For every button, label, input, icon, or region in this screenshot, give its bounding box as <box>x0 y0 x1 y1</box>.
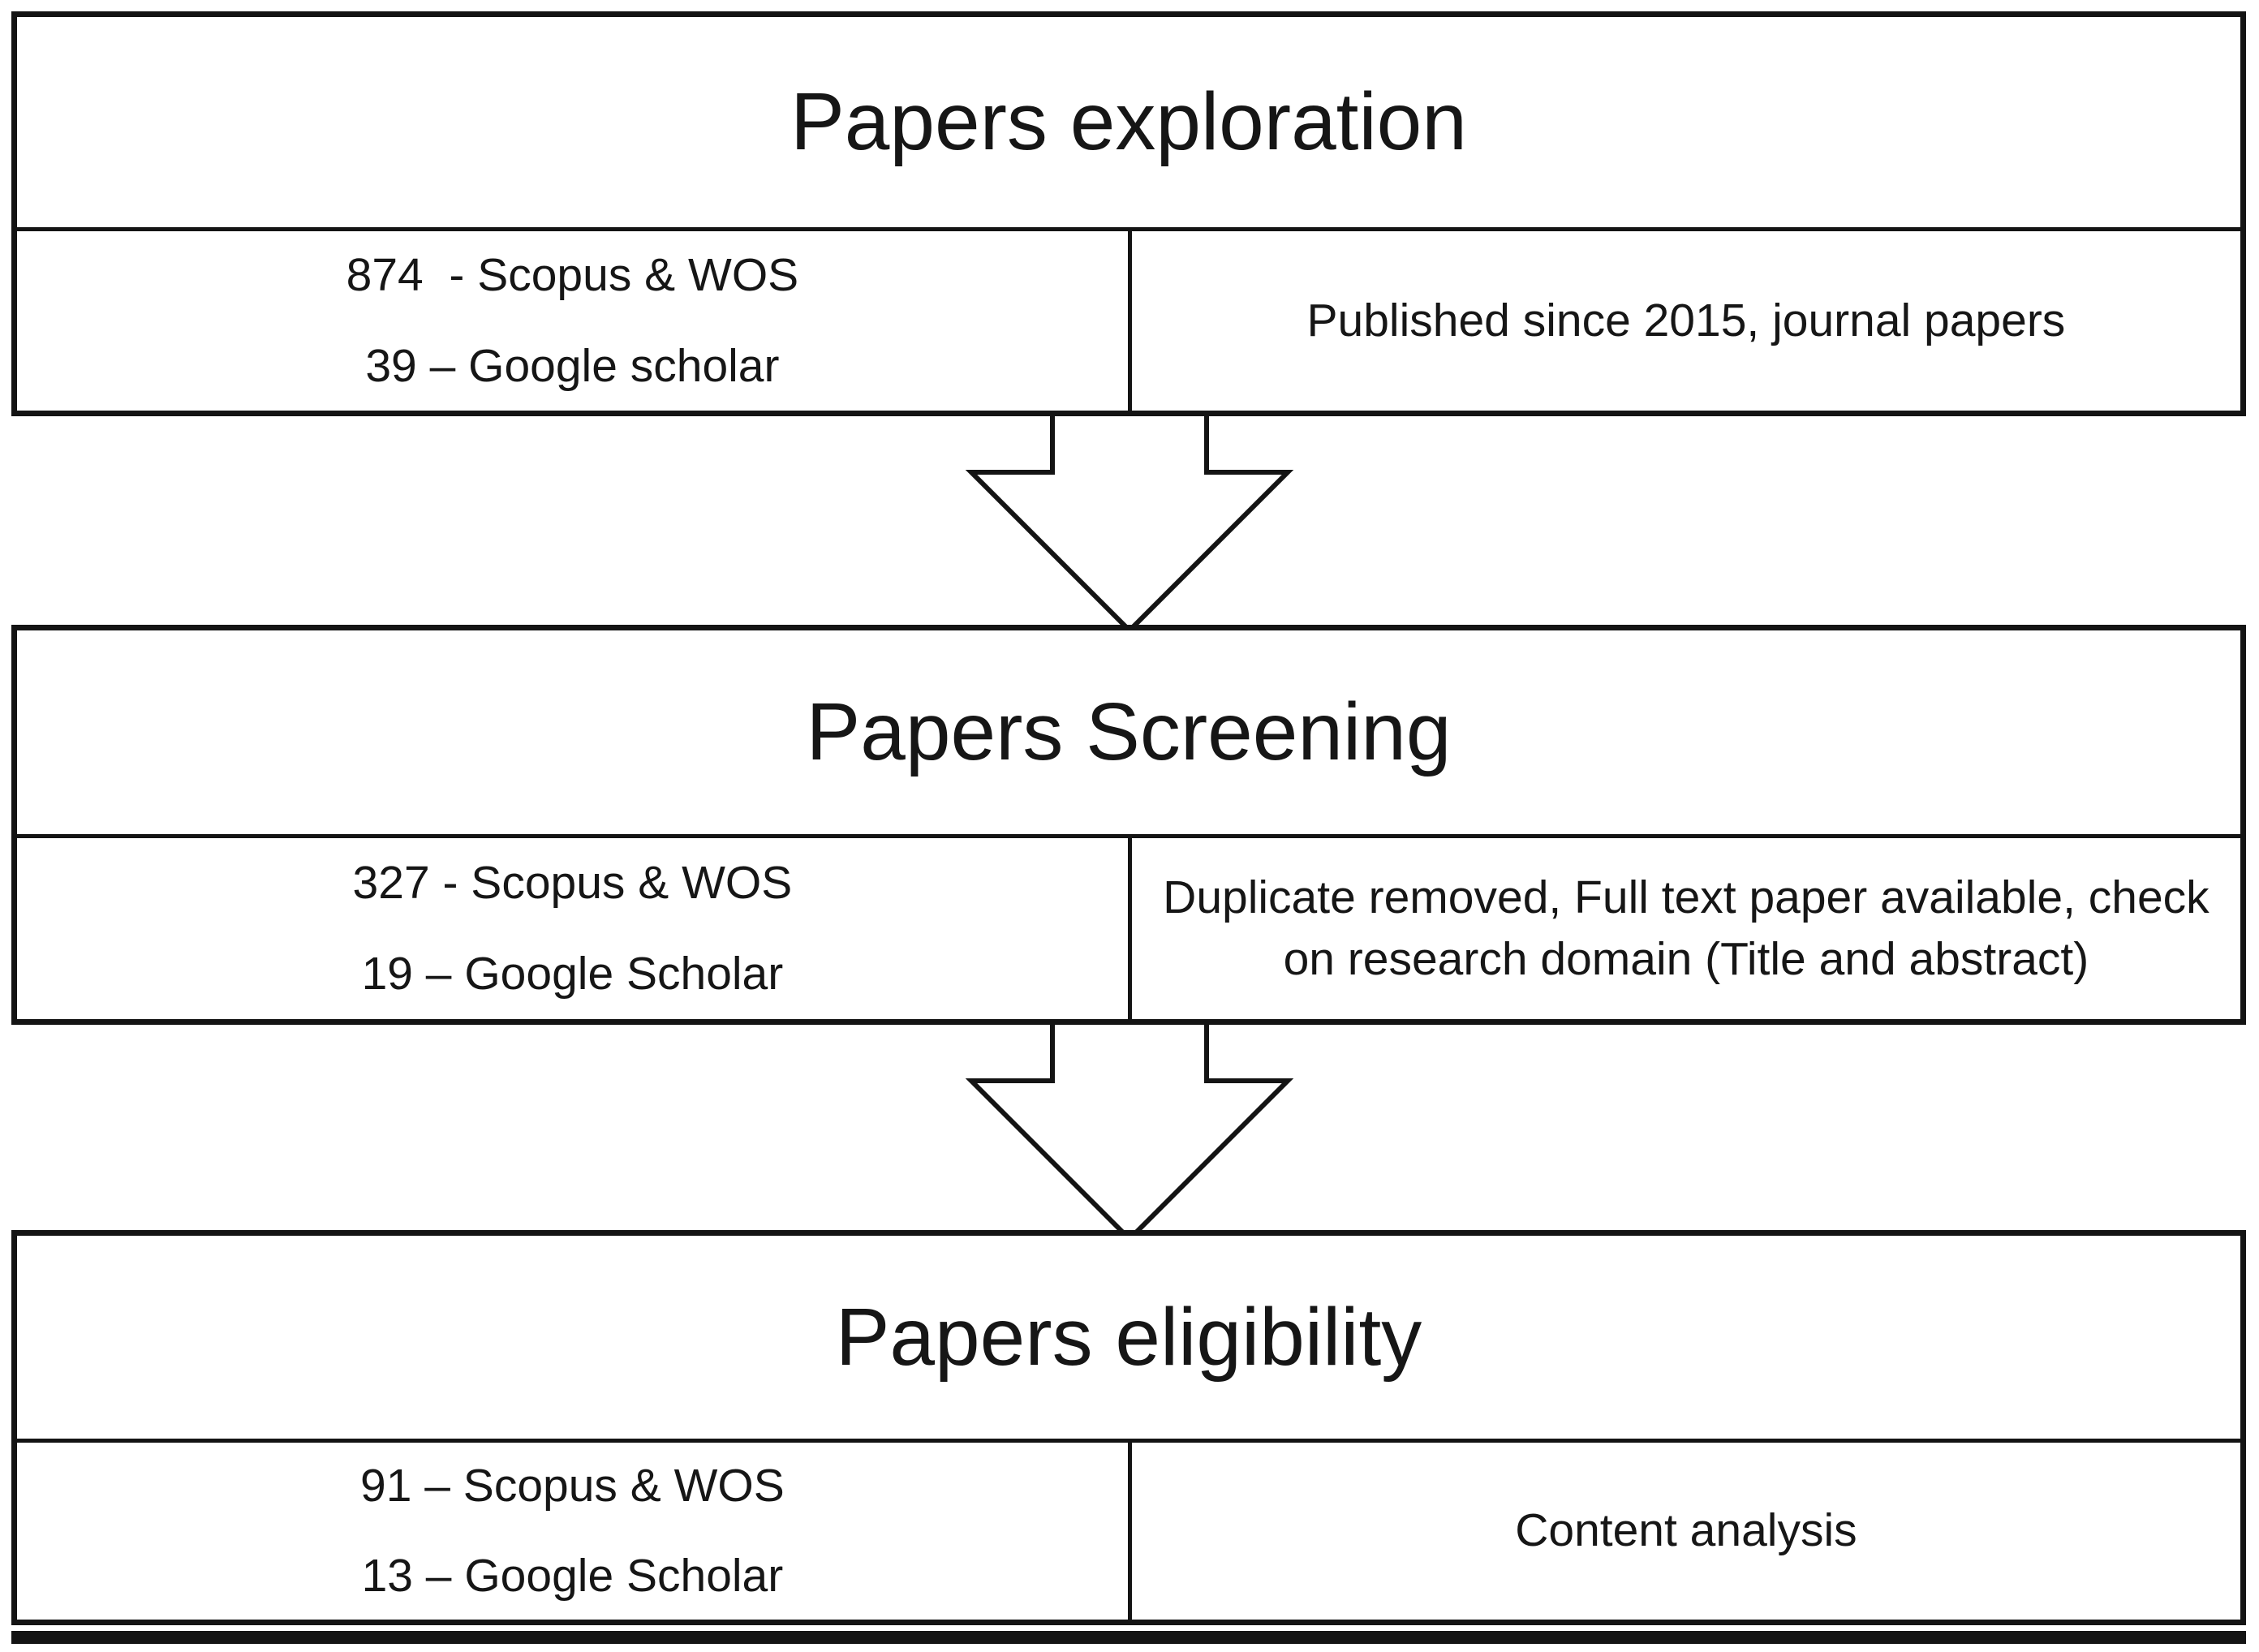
stage-title: Papers eligibility <box>835 1291 1422 1383</box>
stage-block-exploration: Papers exploration 874 - Scopus & WOS 39… <box>11 11 2246 416</box>
count-line: 91 – Scopus & WOS <box>360 1459 785 1512</box>
criteria-cell: Published since 2015, journal papers <box>1132 231 2240 411</box>
stage-block-screening: Papers Screening 327 - Scopus & WOS 19 –… <box>11 625 2246 1025</box>
counts-cell: 874 - Scopus & WOS 39 – Google scholar <box>17 231 1132 411</box>
count-line: 39 – Google scholar <box>365 339 780 392</box>
criteria-cell: Duplicate removed, Full text paper avail… <box>1132 838 2240 1019</box>
count-line: 327 - Scopus & WOS <box>352 857 793 910</box>
stage-title-row: Papers exploration <box>17 17 2240 231</box>
count-line: 19 – Google Scholar <box>361 947 784 1000</box>
criteria-cell: Content analysis <box>1132 1443 2240 1620</box>
stage-title: Papers exploration <box>790 76 1467 167</box>
figure-bottom-rule <box>11 1631 2246 1644</box>
count-line: 874 - Scopus & WOS <box>346 249 799 302</box>
stage-title: Papers Screening <box>806 686 1452 777</box>
stage-block-eligibility: Papers eligibility 91 – Scopus & WOS 13 … <box>11 1230 2246 1625</box>
counts-cell: 91 – Scopus & WOS 13 – Google Scholar <box>17 1443 1132 1620</box>
stage-title-row: Papers eligibility <box>17 1236 2240 1443</box>
criteria-text: Published since 2015, journal papers <box>1306 294 2066 346</box>
stage-data-row: 327 - Scopus & WOS 19 – Google Scholar D… <box>17 838 2240 1019</box>
stage-data-row: 874 - Scopus & WOS 39 – Google scholar P… <box>17 231 2240 411</box>
down-block-arrow-icon <box>965 416 1294 635</box>
criteria-text: Duplicate removed, Full text paper avail… <box>1163 871 2222 985</box>
stage-title-row: Papers Screening <box>17 630 2240 838</box>
count-line: 13 – Google Scholar <box>361 1550 784 1602</box>
down-block-arrow-icon <box>965 1025 1294 1243</box>
stage-data-row: 91 – Scopus & WOS 13 – Google Scholar Co… <box>17 1443 2240 1620</box>
counts-cell: 327 - Scopus & WOS 19 – Google Scholar <box>17 838 1132 1019</box>
criteria-text: Content analysis <box>1515 1504 1857 1557</box>
